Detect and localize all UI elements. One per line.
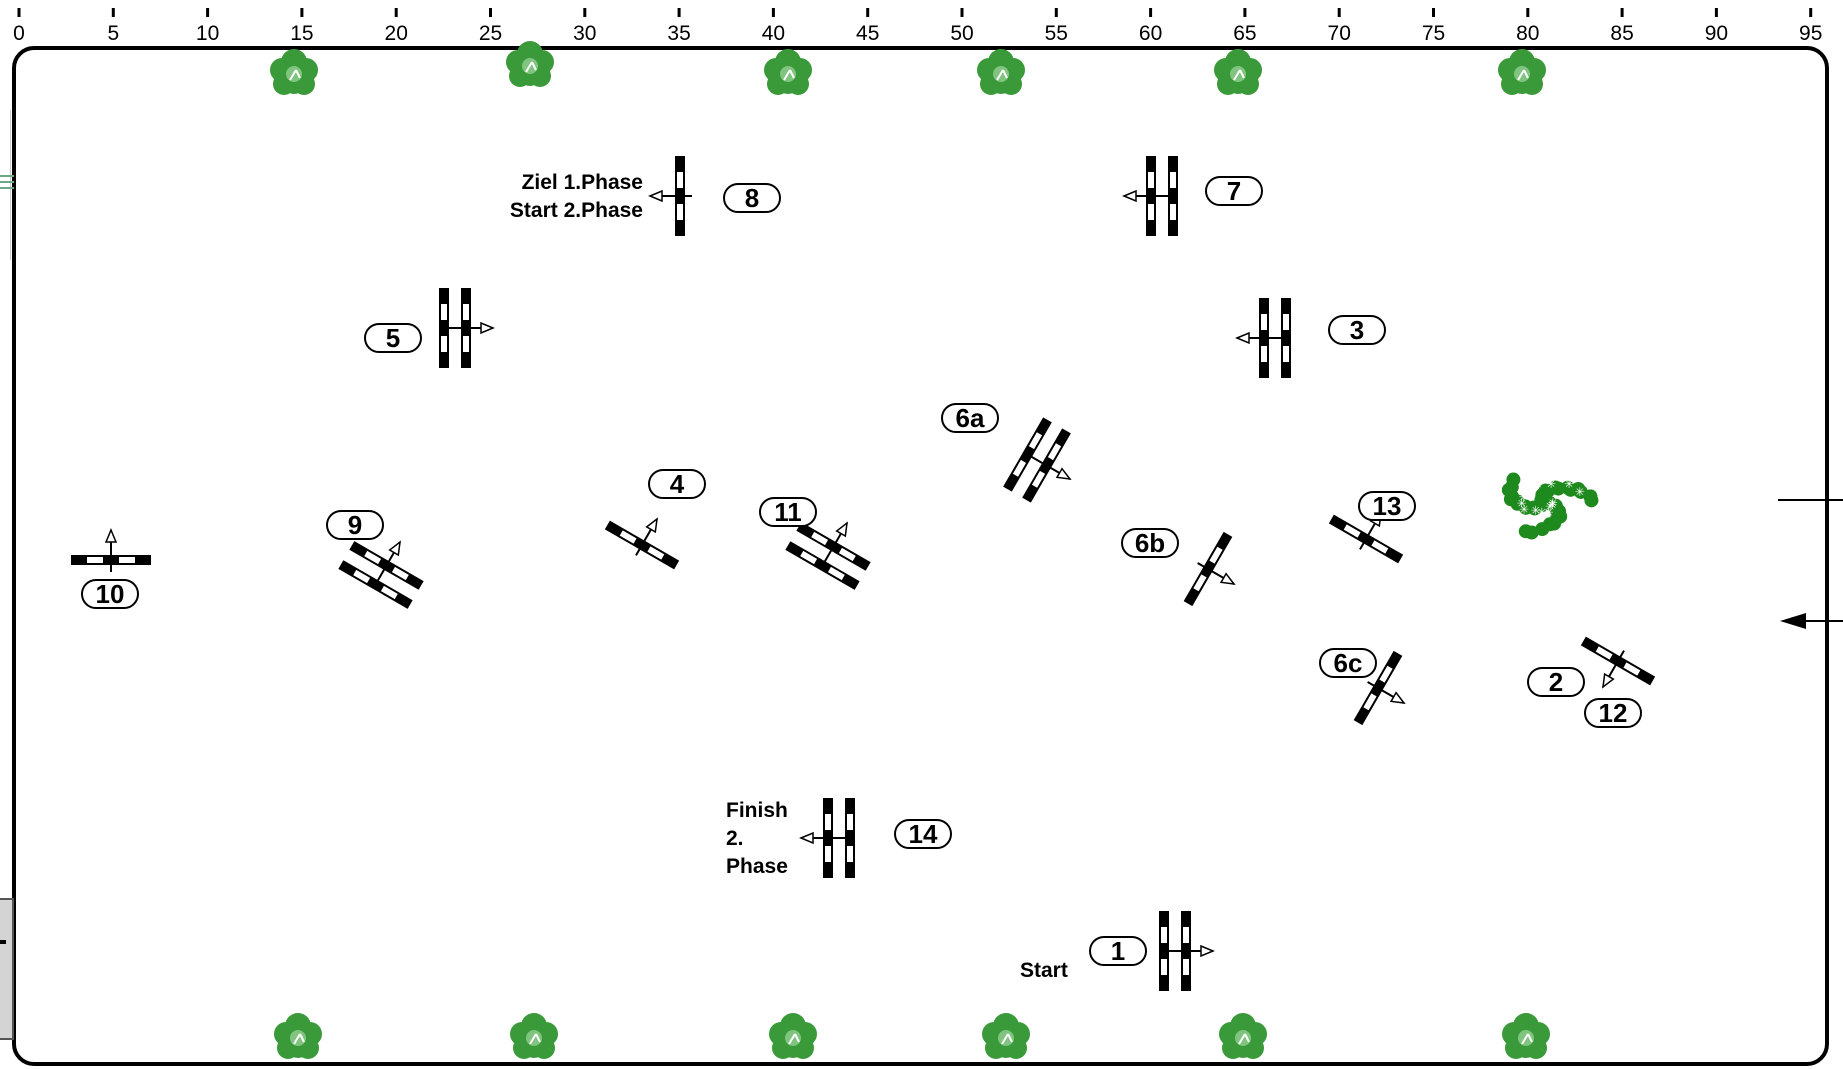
hedge-icon: ✳✳✳✳✳✳✳✳✳✳✳✳✳✳ [1501,472,1599,540]
fence-label-6c: 6c [1319,648,1377,678]
fence-label-1: 1 [1089,936,1147,966]
text-ziel-phase: Ziel 1.Phase Start 2.Phase [509,171,643,222]
ruler-tick-label: 20 [385,22,408,45]
ruler-tick-label: 0 [13,22,25,45]
side-panel-tick [0,940,6,944]
fence-14 [799,798,855,878]
ruler-tick-label: 90 [1705,22,1728,45]
ruler-tick-label: 60 [1139,22,1162,45]
ruler-tick-label: 50 [950,22,973,45]
svg-text:✳: ✳ [1547,498,1557,512]
fence-10 [71,528,151,572]
ruler-tick-label: 55 [1045,22,1068,45]
svg-text:✳: ✳ [1545,500,1555,514]
ruler-tick-label: 70 [1328,22,1351,45]
fence-label-11: 11 [759,497,817,527]
fence-label-12: 12 [1584,698,1642,728]
ruler-tick-label: 30 [573,22,596,45]
svg-text:✳: ✳ [1532,477,1542,491]
fence-3 [1235,298,1291,378]
left-edge-line [10,110,11,260]
fence-6c [1353,650,1406,726]
fence-label-13: 13 [1358,491,1416,521]
side-panel[interactable] [0,898,14,1040]
tree-icon [1498,49,1546,95]
tree-icon [1214,49,1262,95]
text-start: Start [1020,959,1068,982]
fence-label-10: 10 [81,579,139,609]
svg-text:✳: ✳ [1531,504,1541,518]
ruler-tick-label: 65 [1233,22,1256,45]
fence-label-6a: 6a [941,403,999,433]
svg-text:✳: ✳ [1537,505,1547,519]
svg-text:✳: ✳ [1548,496,1558,510]
fence-label-8: 8 [723,183,781,213]
ruler-tick-label: 95 [1799,22,1822,45]
ruler-tick-label: 35 [667,22,690,45]
tree-icon [270,49,318,95]
ruler-tick-label: 45 [856,22,879,45]
text-finish-phase: Finish 2. Phase [726,799,788,878]
tree-icon [769,1013,817,1059]
edge-marker-icon [0,175,14,189]
fence-4 [604,517,680,570]
fence-9 [338,540,424,609]
arena-border [12,46,1829,1066]
tree-icon [274,1013,322,1059]
svg-text:✳: ✳ [1520,481,1530,495]
tree-icon [506,41,554,87]
fence-label-5: 5 [364,323,422,353]
ruler: 0 5 10 15 20 25 30 35 40 45 50 55 60 65 70 75 80 85 90 95 [13,8,1822,45]
ruler-tick-label: 75 [1422,22,1445,45]
tree-icon [764,49,812,95]
ruler-tick-label: 80 [1516,22,1539,45]
ruler-tick-label: 10 [196,22,219,45]
fence-2 [1580,636,1656,689]
fence-label-3: 3 [1328,315,1386,345]
svg-text:✳: ✳ [1519,502,1529,516]
fence-label-7: 7 [1205,176,1263,206]
fence-7 [1122,156,1178,236]
fence-label-4: 4 [648,469,706,499]
fence-11 [785,521,871,590]
fence-label-14: 14 [894,819,952,849]
fence-6b [1183,531,1236,607]
ruler-tick-label: 85 [1610,22,1633,45]
tree-icon [1502,1013,1550,1059]
ruler-tick-label: 25 [479,22,502,45]
svg-text:✳: ✳ [1575,485,1585,499]
ruler-tick-label: 15 [290,22,313,45]
svg-text:✳: ✳ [1519,490,1529,504]
tree-icon [977,49,1025,95]
fence-1 [1159,911,1215,991]
fence-8 [648,156,692,236]
tree-icon [510,1013,558,1059]
fence-5 [439,288,495,368]
tree-icon [1219,1013,1267,1059]
ruler-tick-label: 5 [107,22,119,45]
fence-6a [1003,417,1072,503]
fence-label-2: 2 [1527,667,1585,697]
svg-text:✳: ✳ [1544,505,1554,519]
svg-text:✳: ✳ [1564,477,1574,491]
entrance-arrow-icon [1780,613,1806,629]
svg-text:✳: ✳ [1517,496,1527,510]
svg-text:✳: ✳ [1546,477,1556,491]
fence-label-6b: 6b [1121,528,1179,558]
tree-icon [982,1013,1030,1059]
ruler-tick-label: 40 [762,22,785,45]
fence-label-9: 9 [326,510,384,540]
